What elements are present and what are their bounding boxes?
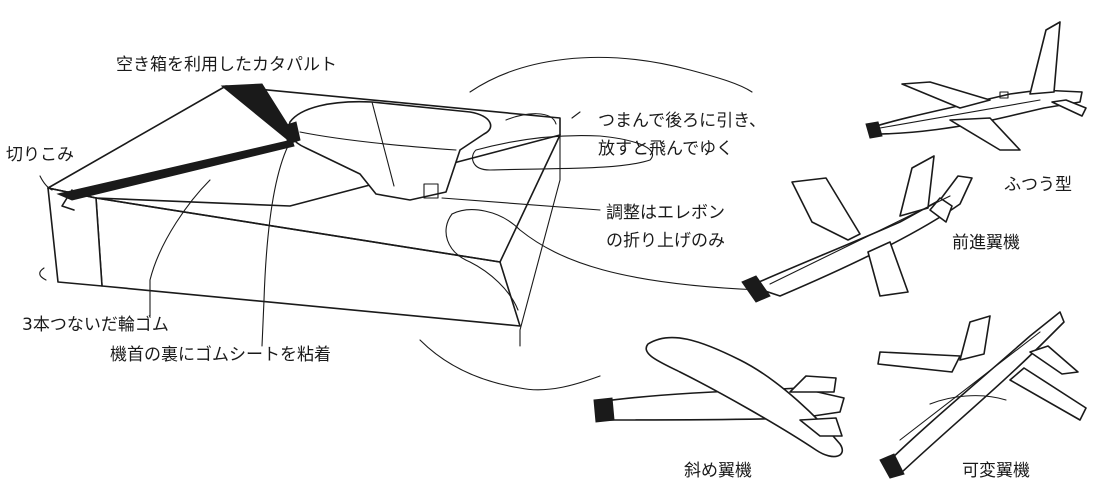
plane-forward-label: 前進翼機 bbox=[952, 233, 1020, 253]
title-label: 空き箱を利用したカタパルト bbox=[116, 55, 337, 75]
hand-outline bbox=[419, 56, 761, 391]
plane-forward-swept bbox=[741, 155, 973, 303]
rubber-band-label: 3本つないだ輪ゴム bbox=[22, 314, 169, 335]
plane-variable-label: 可変翼機 bbox=[962, 461, 1030, 481]
plane-oblique-wing bbox=[593, 336, 845, 458]
rubber-band bbox=[56, 139, 295, 201]
pinch-label-line1: つまんで後ろに引き、 bbox=[598, 111, 766, 131]
plane-oblique-label: 斜め翼機 bbox=[684, 461, 752, 481]
leader-lines bbox=[39, 111, 601, 347]
pinch-label-line2: 放すと飛んでゆく bbox=[598, 139, 733, 159]
adjust-label-line1: 調整はエレボン bbox=[606, 203, 725, 223]
shuttle-glider bbox=[283, 100, 492, 201]
nose-label: 機首の裏にゴムシートを粘着 bbox=[110, 344, 331, 365]
plane-variable-sweep bbox=[877, 311, 1087, 479]
plane-normal-label: ふつう型 bbox=[1004, 175, 1072, 195]
adjust-label-line2: の折り上げのみ bbox=[606, 231, 725, 251]
notch-label: 切りこみ bbox=[6, 145, 74, 165]
plane-normal bbox=[865, 21, 1087, 151]
